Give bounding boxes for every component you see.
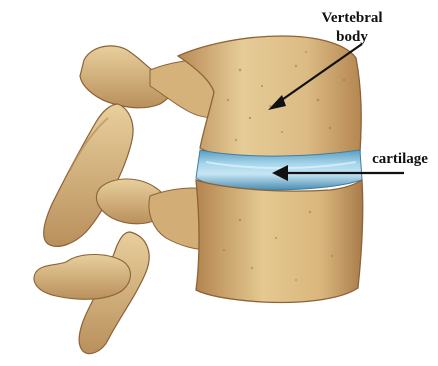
lower-transverse-process <box>34 255 130 300</box>
label-cartilage-text: cartilage <box>372 151 428 167</box>
label-vertebral-body-line1: Vertebral <box>321 10 382 26</box>
label-vertebral-body-line2: body <box>336 29 368 45</box>
lower-vertebral-body <box>196 180 363 302</box>
upper-spinous-process <box>44 104 133 246</box>
